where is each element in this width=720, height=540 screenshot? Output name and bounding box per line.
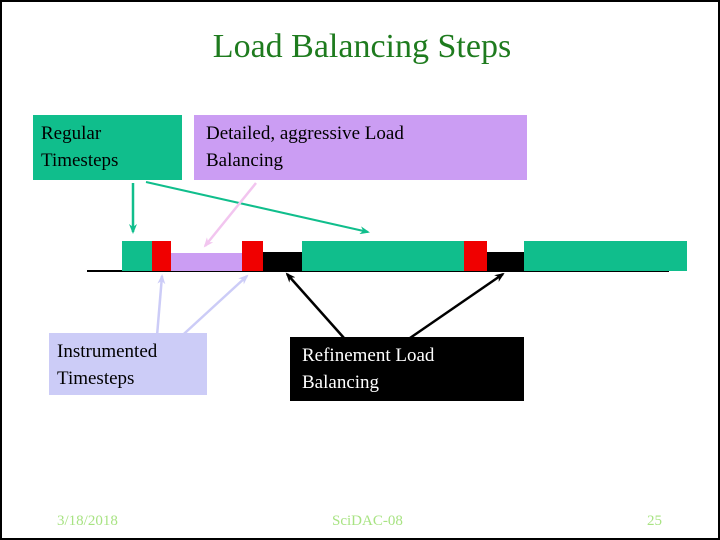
refinement-load-balancing-label: Refinement Load Balancing (290, 337, 524, 401)
detailed-load-balancing-label: Detailed, aggressive Load Balancing (194, 115, 527, 180)
arrow-refinement-to-black-1 (285, 272, 345, 339)
footer-date: 3/18/2018 (57, 513, 118, 529)
timeline-segment-instrumented-timestep (152, 241, 171, 271)
arrow-refinement-to-black-2 (409, 272, 505, 340)
arrow-detailed-to-purple-seg (203, 182, 257, 248)
footer-page-number: 25 (647, 513, 662, 529)
timeline-segment-detailed-load-balance (171, 253, 242, 271)
timeline-segment-instrumented-timestep (242, 241, 263, 271)
arrow-regular-to-long-green (145, 181, 370, 235)
timeline-segment-regular-timestep (302, 241, 464, 271)
timeline-segment-instrumented-timestep (464, 241, 487, 271)
timeline-segment-regular-timestep (524, 241, 687, 271)
timeline-segment-refinement-load-balance (263, 252, 302, 271)
timeline-segment-refinement-load-balance (487, 252, 524, 271)
timeline-segment-regular-timestep (122, 241, 152, 271)
timeline-baseline (87, 270, 669, 272)
footer-conference: SciDAC-08 (332, 513, 403, 529)
arrow-instrumented-to-red-1 (155, 274, 166, 337)
slide-title: Load Balancing Steps (212, 28, 512, 65)
regular-timesteps-label: Regular Timesteps (33, 115, 182, 180)
instrumented-timesteps-label: Instrumented Timesteps (49, 333, 207, 395)
